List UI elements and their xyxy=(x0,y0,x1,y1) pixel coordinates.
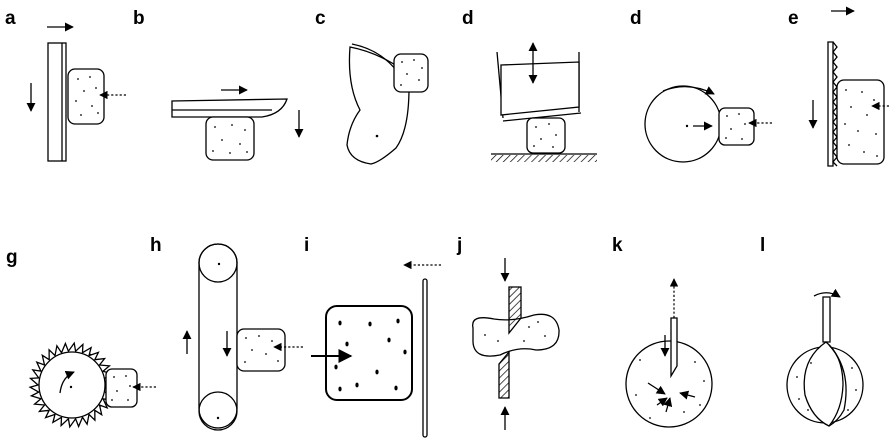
saw-disc-body xyxy=(38,351,106,419)
cutting-wire xyxy=(422,278,428,438)
food-block xyxy=(236,328,286,372)
food-particles xyxy=(212,124,248,154)
food-block xyxy=(836,79,885,165)
blade xyxy=(47,42,67,162)
panel-b: b xyxy=(133,8,304,161)
rotation-arrow xyxy=(59,370,75,394)
food-particles xyxy=(533,123,557,148)
blade-holder xyxy=(500,61,580,116)
saw-center xyxy=(69,385,73,389)
blade-edge xyxy=(502,112,582,122)
inflow-arrow xyxy=(679,390,696,400)
food-block xyxy=(718,107,755,146)
scoop-outer-edge xyxy=(828,344,847,427)
panel-k: k xyxy=(612,235,713,428)
inflow-arrow xyxy=(656,397,668,407)
panel-e: e xyxy=(788,6,889,167)
food-block xyxy=(67,68,105,125)
panel-label-a: a xyxy=(5,8,16,29)
pivot-point xyxy=(375,134,379,138)
food-particles xyxy=(484,321,546,342)
upper-pulley-center xyxy=(217,262,221,266)
panel-a: a xyxy=(5,8,126,162)
food-particles xyxy=(244,335,279,363)
base-hatching xyxy=(491,155,597,162)
panel-label-d1: d xyxy=(462,8,474,29)
food-particles xyxy=(111,375,131,401)
food-particles xyxy=(75,76,99,116)
inflow-arrow xyxy=(647,382,666,395)
lower-pulley xyxy=(198,391,238,431)
saw-blade xyxy=(28,341,116,429)
serrated-blade xyxy=(827,41,834,167)
panel-g: g xyxy=(6,247,156,429)
panel-label-i: i xyxy=(304,235,309,256)
food-sphere xyxy=(625,340,713,428)
food-block xyxy=(325,305,413,401)
panel-label-b: b xyxy=(133,8,145,29)
food-particles xyxy=(796,362,857,411)
food-block xyxy=(393,53,429,93)
lower-pulley-center xyxy=(216,416,220,420)
upper-shear-blade xyxy=(508,286,522,335)
serration-teeth xyxy=(832,41,838,167)
panel-d2: d xyxy=(630,8,772,163)
panel-label-j: j xyxy=(456,235,462,256)
rotation-arrow xyxy=(813,288,841,298)
scoop-handle xyxy=(822,296,831,343)
knife-blade xyxy=(171,98,288,118)
panel-c: c xyxy=(315,8,429,165)
panel-label-h: h xyxy=(150,235,162,256)
rotation-arrow xyxy=(662,86,715,95)
disc-center xyxy=(685,124,689,128)
panel-d1: d xyxy=(462,8,597,162)
lower-shear-blade xyxy=(498,350,510,399)
food-particles xyxy=(725,113,746,140)
inflow-arrow xyxy=(663,397,673,413)
panel-label-g: g xyxy=(6,247,18,268)
band-loop xyxy=(198,243,238,429)
food-particles xyxy=(334,318,407,392)
panel-l: l xyxy=(760,235,864,427)
food-particles xyxy=(400,59,423,86)
food-piece xyxy=(472,313,560,357)
panel-h: h xyxy=(150,235,303,431)
food-block xyxy=(105,368,138,408)
panel-label-d2: d xyxy=(630,8,642,29)
panel-j: j xyxy=(456,235,560,430)
food-particles xyxy=(635,359,705,419)
panel-label-k: k xyxy=(612,235,623,256)
food-particles xyxy=(844,89,878,157)
coring-tube xyxy=(670,317,678,379)
panel-label-c: c xyxy=(315,8,326,29)
food-block xyxy=(526,117,566,154)
upper-pulley xyxy=(198,243,238,283)
food-block xyxy=(205,116,255,161)
panel-label-e: e xyxy=(788,8,799,29)
panel-label-l: l xyxy=(760,235,765,256)
rotating-disc xyxy=(644,85,722,163)
panel-i: i xyxy=(304,235,441,438)
